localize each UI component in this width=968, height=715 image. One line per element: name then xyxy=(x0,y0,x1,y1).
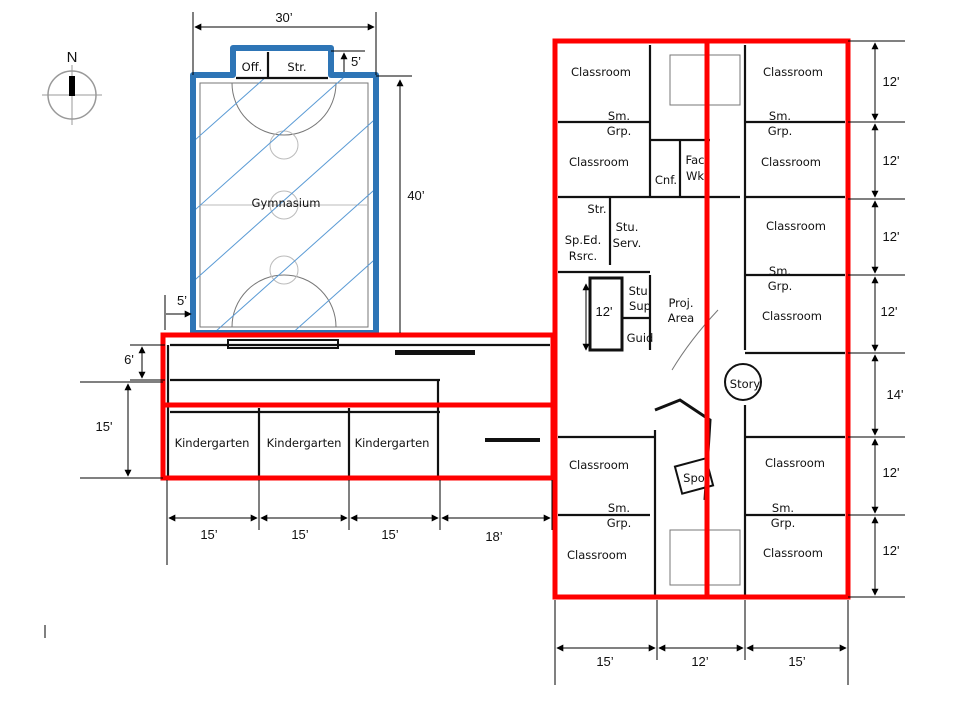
kinder-depth-dimension: 15' xyxy=(96,419,113,434)
gym-length-dimension: 40’ xyxy=(407,188,424,203)
spo-label: Spo xyxy=(683,471,705,485)
gym-outline xyxy=(190,45,379,336)
wing-bottom-dimension: 15’ xyxy=(596,654,613,669)
project-area-label: Proj. xyxy=(668,296,693,310)
gym-bump-dimension: 5’ xyxy=(351,54,361,69)
classroom-label: Classroom xyxy=(763,546,823,560)
classroom-label: Classroom xyxy=(761,155,821,169)
sm-grp-label: Sm. xyxy=(608,109,630,123)
student-services-label: Serv. xyxy=(613,236,642,250)
corridor-height-dimension: 6' xyxy=(124,352,134,367)
classroom-label: Classroom xyxy=(766,219,826,233)
classroom-label: Classroom xyxy=(569,458,629,472)
bottom-dimension: 18’ xyxy=(485,529,502,544)
right-dimension: 12' xyxy=(883,229,900,244)
classroom-wing-walls xyxy=(558,45,845,595)
faculty-work-label: Wk xyxy=(686,169,704,183)
office-label: Off. xyxy=(242,60,263,74)
conference-label: Cnf. xyxy=(655,173,677,187)
sm-grp-label: Grp. xyxy=(768,279,793,293)
gym-storage-label: Str. xyxy=(287,60,306,74)
student-services-label: Stu. xyxy=(616,220,639,234)
project-area-label: Area xyxy=(668,311,694,325)
classroom-label: Classroom xyxy=(765,456,825,470)
sped-resource-label: Sp.Ed. xyxy=(565,233,601,247)
zone-outlines xyxy=(160,38,851,600)
right-dimension: 14' xyxy=(887,387,904,402)
bottom-dimension: 15’ xyxy=(291,527,308,542)
sm-grp-label: Grp. xyxy=(607,516,632,530)
storage-label: Str. xyxy=(587,202,606,216)
classroom-label: Classroom xyxy=(571,65,631,79)
classroom-label: Classroom xyxy=(567,548,627,562)
wing-bottom-dimension: 15’ xyxy=(788,654,805,669)
bottom-dimension: 15’ xyxy=(200,527,217,542)
student-support-label: Sup xyxy=(629,299,651,313)
right-dimension: 12' xyxy=(883,465,900,480)
kindergarten-label-2: Kindergarten xyxy=(267,436,342,450)
bottom-dimension: 15’ xyxy=(381,527,398,542)
classroom-label: Classroom xyxy=(763,65,823,79)
sm-grp-label: Sm. xyxy=(769,109,791,123)
sm-grp-label: Sm. xyxy=(772,501,794,515)
right-dimension: 12' xyxy=(881,304,898,319)
right-dimension: 12' xyxy=(883,543,900,558)
faculty-work-label: Fac xyxy=(686,153,705,167)
north-label: N xyxy=(67,49,78,66)
guidance-label: Guid xyxy=(627,331,654,345)
sm-grp-label: Grp. xyxy=(768,124,793,138)
classroom-label: Classroom xyxy=(569,155,629,169)
student-support-label: Stu. xyxy=(629,284,652,298)
sped-resource-label: Rsrc. xyxy=(569,249,597,263)
dimension-lines xyxy=(44,12,905,685)
north-arrow-icon: N xyxy=(42,49,102,125)
inner-dimension: 12' xyxy=(596,304,613,319)
right-dimension: 12' xyxy=(883,74,900,89)
small-group-labels: Sm. Grp. Sm. Grp. Sm. Grp. Sm. Grp. Sm. … xyxy=(607,109,796,530)
kindergarten-walls xyxy=(166,339,550,476)
sm-grp-label: Grp. xyxy=(771,516,796,530)
gym-court xyxy=(196,78,373,330)
right-dimension: 12' xyxy=(883,153,900,168)
story-label: Story xyxy=(730,377,761,391)
gym-offset-dimension: 5’ xyxy=(177,293,187,308)
gym-width-dimension: 30’ xyxy=(275,10,292,25)
wing-bottom-dimension: 12’ xyxy=(691,654,708,669)
kindergarten-label-1: Kindergarten xyxy=(175,436,250,450)
gymnasium-label: Gymnasium xyxy=(252,196,321,210)
sm-grp-label: Sm. xyxy=(769,264,791,278)
classroom-label: Classroom xyxy=(762,309,822,323)
sm-grp-label: Grp. xyxy=(607,124,632,138)
kindergarten-label-3: Kindergarten xyxy=(355,436,430,450)
sm-grp-label: Sm. xyxy=(608,501,630,515)
